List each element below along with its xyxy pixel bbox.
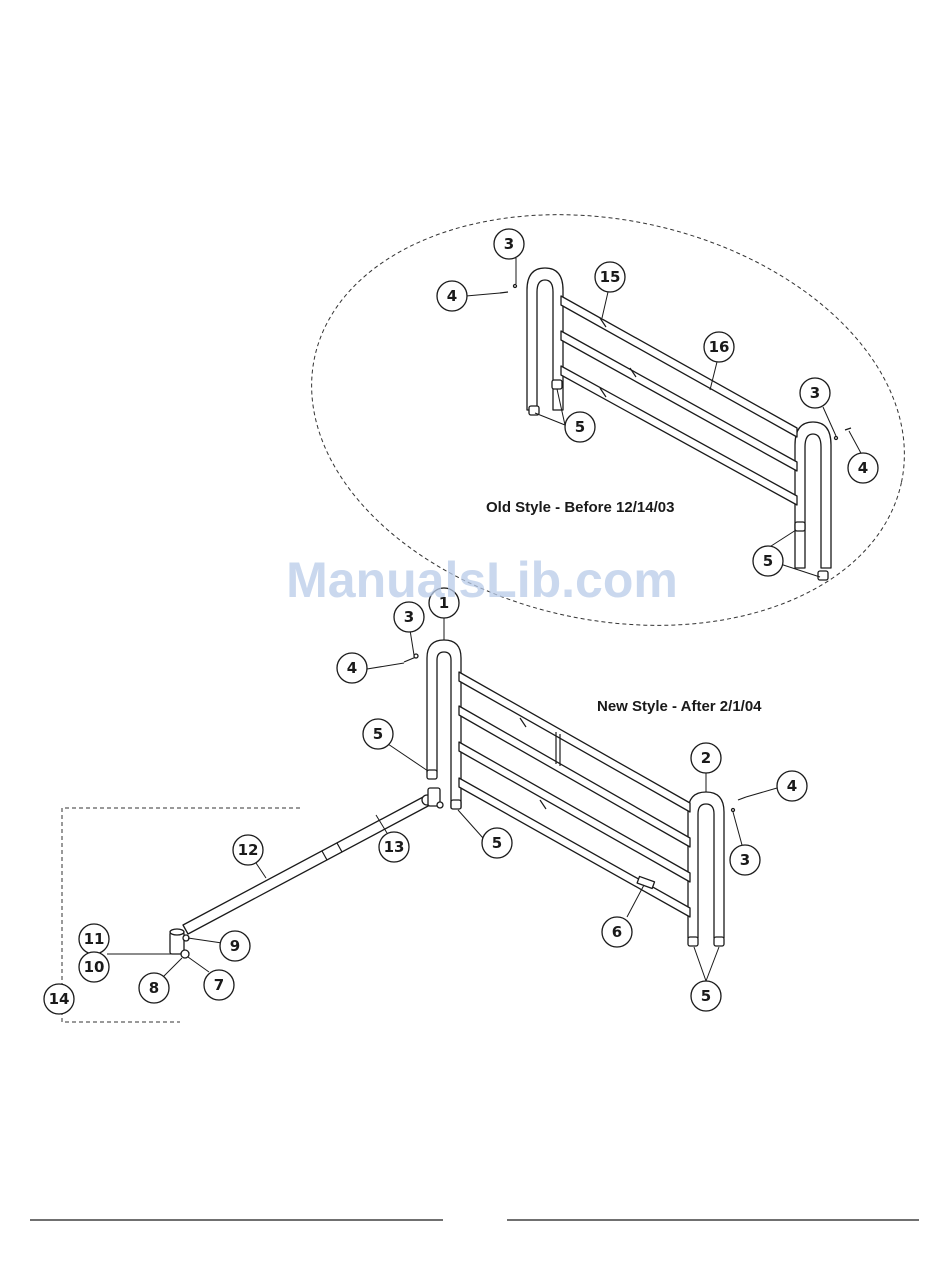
bed-frame-outline — [62, 808, 300, 1022]
svg-text:10: 10 — [84, 958, 105, 976]
callout-new-4-right: 4 — [777, 771, 807, 801]
svg-text:7: 7 — [214, 976, 224, 994]
callout-old-4-right: 4 — [848, 453, 878, 483]
svg-text:11: 11 — [84, 930, 105, 948]
extension-arm — [183, 788, 443, 934]
svg-text:3: 3 — [740, 851, 750, 869]
callout-old-4-left: 4 — [437, 281, 467, 311]
callout-old-5-left: 5 — [565, 412, 595, 442]
new-style-label: New Style - After 2/1/04 — [597, 698, 762, 715]
callout-old-5-right: 5 — [753, 546, 783, 576]
svg-text:4: 4 — [447, 287, 457, 305]
svg-text:3: 3 — [404, 608, 414, 626]
callout-new-4-left: 4 — [337, 653, 367, 683]
callout-new-8: 8 — [139, 973, 169, 1003]
svg-text:8: 8 — [149, 979, 159, 997]
svg-text:13: 13 — [384, 838, 405, 856]
old-right-end-post — [795, 422, 831, 568]
callout-new-2: 2 — [691, 743, 721, 773]
svg-text:2: 2 — [701, 749, 711, 767]
callout-new-6: 6 — [602, 917, 632, 947]
svg-text:4: 4 — [787, 777, 797, 795]
old-end-caps — [529, 380, 828, 580]
callout-old-3-left: 3 — [494, 229, 524, 259]
svg-text:4: 4 — [347, 659, 357, 677]
svg-text:3: 3 — [810, 384, 820, 402]
callout-old-15: 15 — [595, 262, 625, 292]
svg-text:12: 12 — [238, 841, 259, 859]
callout-new-11: 11 — [79, 924, 109, 954]
svg-text:14: 14 — [49, 990, 70, 1008]
svg-text:5: 5 — [492, 834, 502, 852]
new-left-end-post — [427, 640, 461, 808]
svg-text:9: 9 — [230, 937, 240, 955]
callout-old-3-right: 3 — [800, 378, 830, 408]
callout-new-14: 14 — [44, 984, 74, 1014]
callout-new-12: 12 — [233, 835, 263, 865]
svg-text:5: 5 — [575, 418, 585, 436]
end-bracket-assembly — [170, 929, 189, 958]
callout-new-7: 7 — [204, 970, 234, 1000]
callout-old-16: 16 — [704, 332, 734, 362]
callout-new-13: 13 — [379, 832, 409, 862]
new-right-end-post — [688, 792, 724, 938]
new-style-assembly: New Style - After 2/1/04 — [62, 617, 777, 1022]
callout-new-5-left: 5 — [363, 719, 393, 749]
svg-text:15: 15 — [600, 268, 621, 286]
old-style-label: Old Style - Before 12/14/03 — [486, 499, 674, 516]
callouts: 3 4 15 16 5 3 4 5 1 3 4 5 2 4 5 3 6 5 12… — [44, 229, 878, 1014]
svg-text:16: 16 — [709, 338, 730, 356]
watermark: ManualsLib.com — [286, 552, 678, 608]
old-rails — [561, 296, 797, 505]
svg-text:4: 4 — [858, 459, 868, 477]
svg-text:5: 5 — [701, 987, 711, 1005]
svg-text:6: 6 — [612, 923, 622, 941]
callout-new-10: 10 — [79, 952, 109, 982]
svg-text:3: 3 — [504, 235, 514, 253]
callout-new-9: 9 — [220, 931, 250, 961]
callout-new-3-right: 3 — [730, 845, 760, 875]
callout-new-5-mid: 5 — [482, 828, 512, 858]
svg-text:5: 5 — [763, 552, 773, 570]
svg-text:5: 5 — [373, 725, 383, 743]
callout-new-5-bottom: 5 — [691, 981, 721, 1011]
